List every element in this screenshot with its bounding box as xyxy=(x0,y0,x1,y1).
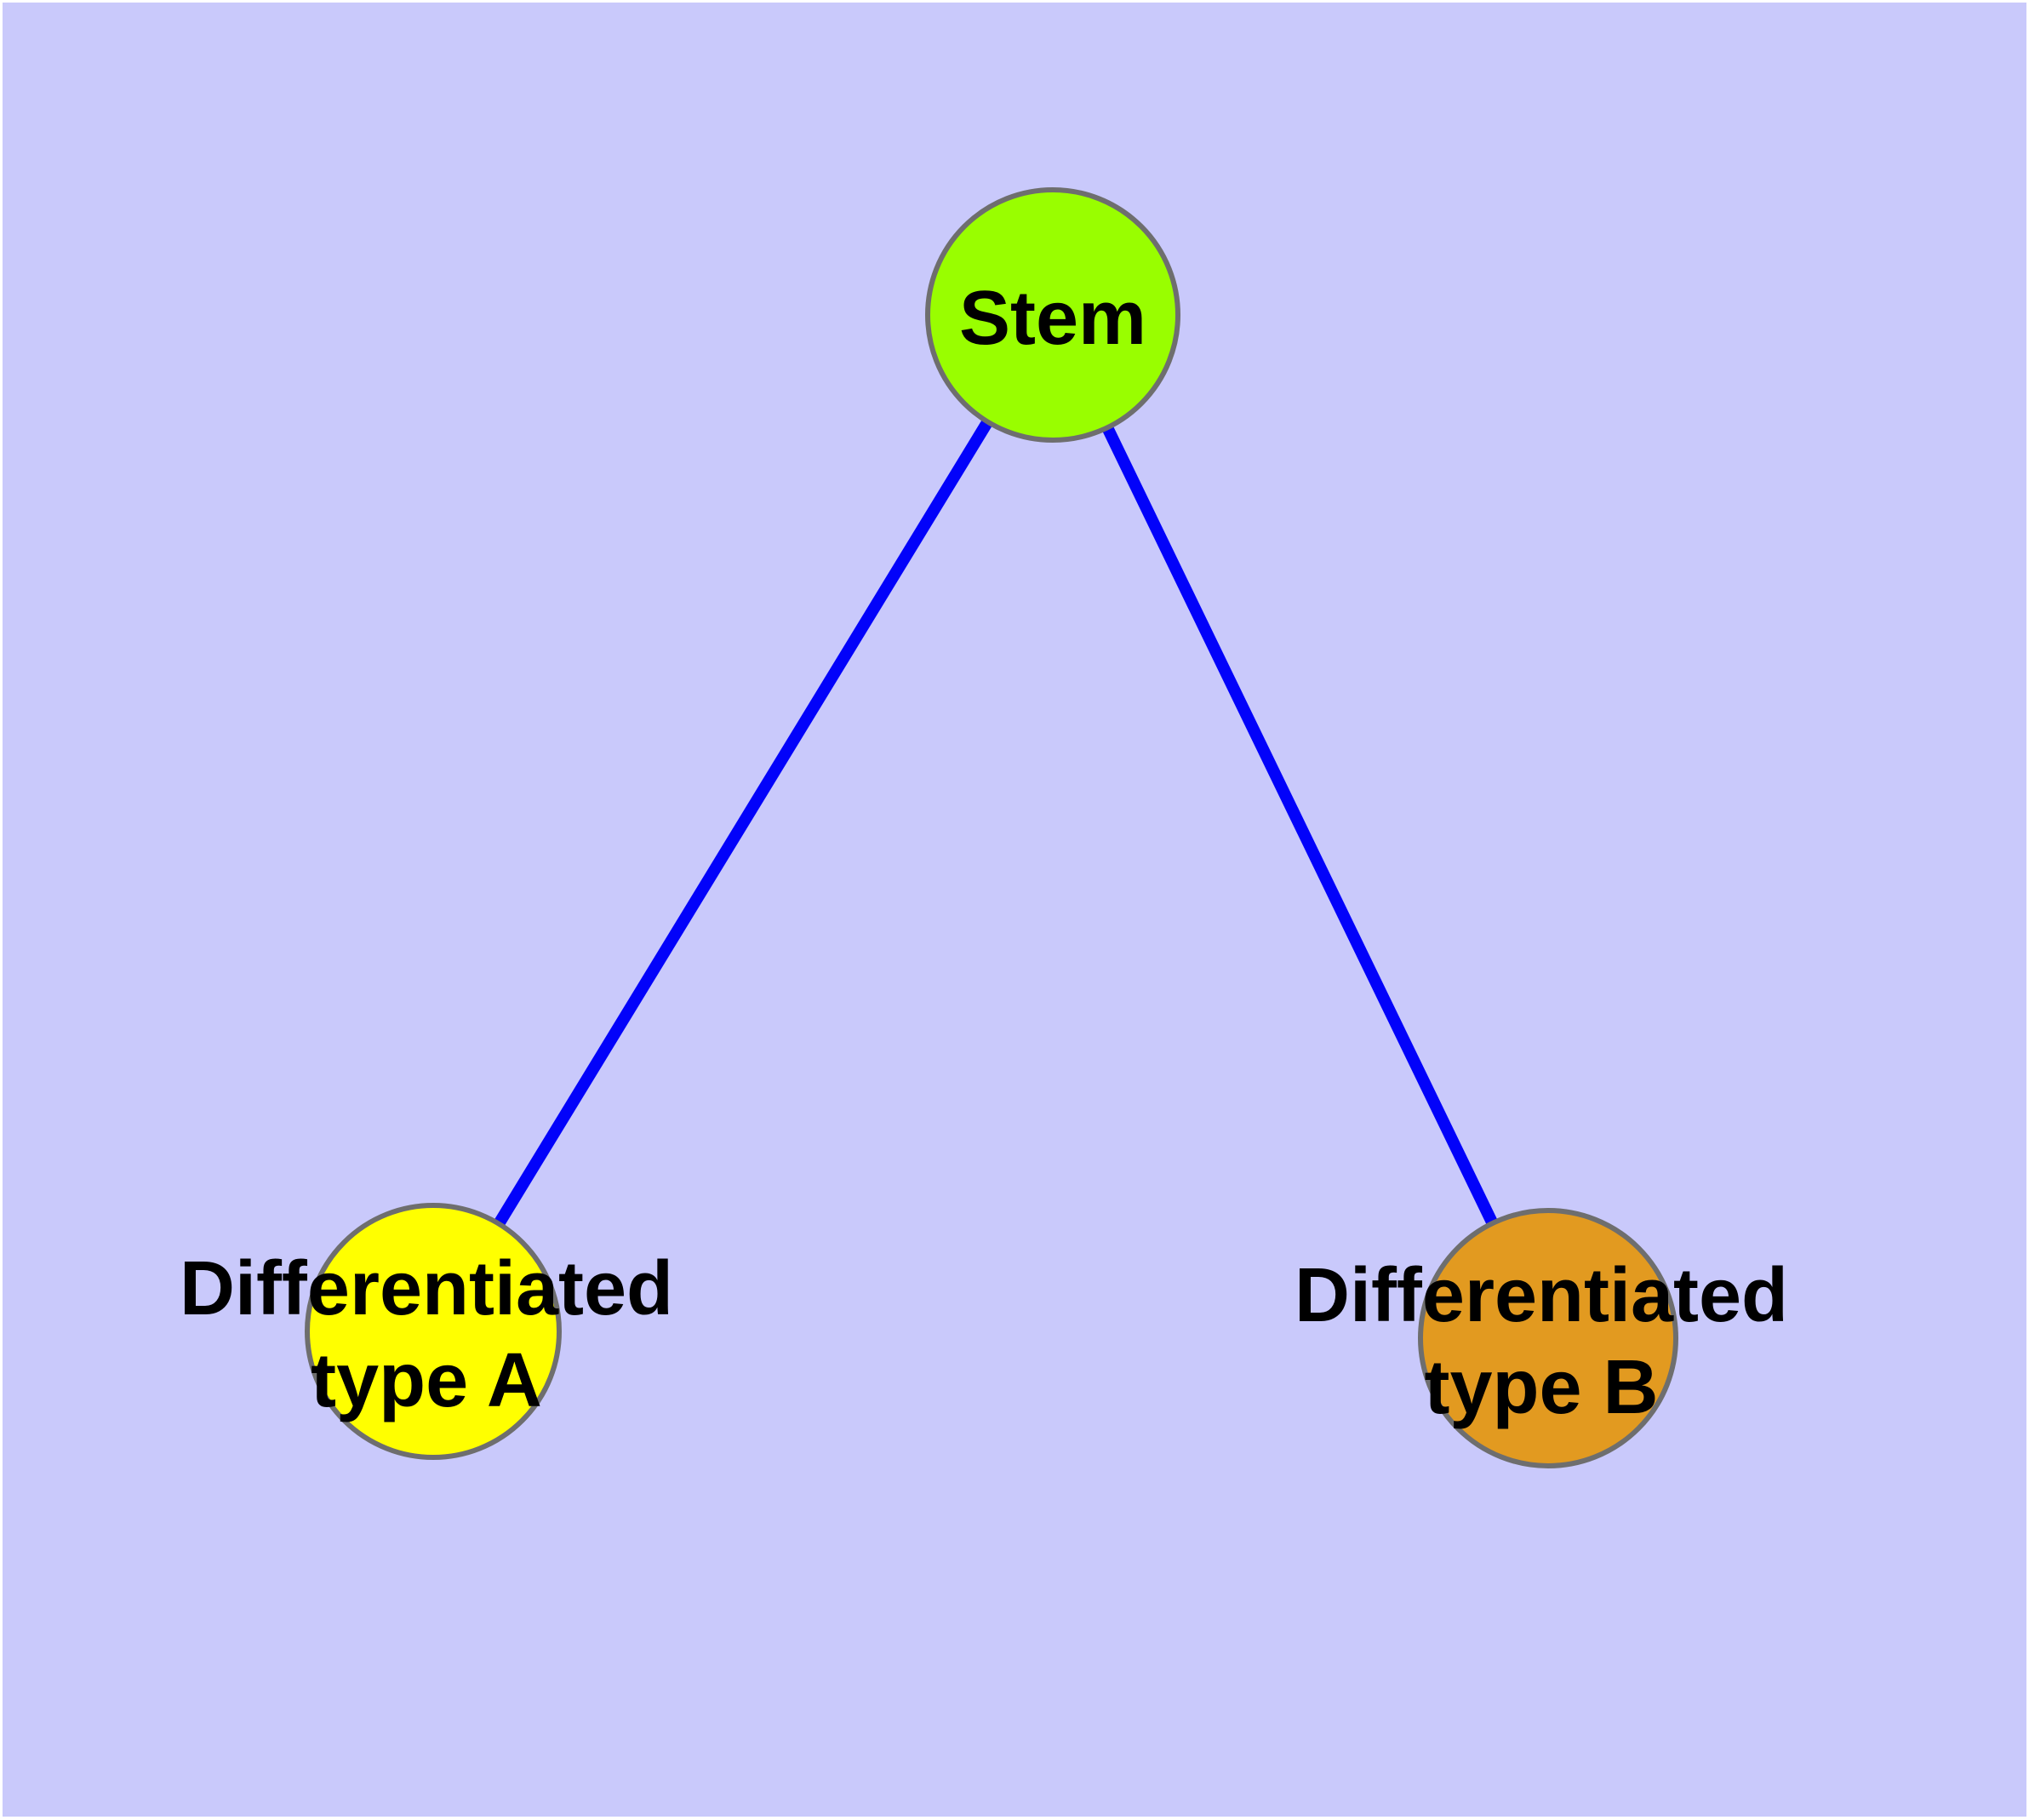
node-differentiated-type-b[interactable] xyxy=(1418,1208,1678,1468)
edge-stem-to-type-b xyxy=(1047,312,1554,1342)
node-differentiated-type-b-label-line1: Differentiated xyxy=(1295,1253,1788,1338)
node-differentiated-type-b-label-line2: type B xyxy=(1424,1345,1658,1430)
edge-stem-to-type-a xyxy=(428,312,1058,1335)
node-stem-label: Stem xyxy=(959,276,1146,361)
node-stem[interactable] xyxy=(925,187,1180,443)
node-differentiated-type-a[interactable] xyxy=(305,1203,562,1460)
node-differentiated-type-a-label-line2: type A xyxy=(311,1338,542,1423)
node-differentiated-type-a-label-line1: Differentiated xyxy=(180,1246,673,1331)
